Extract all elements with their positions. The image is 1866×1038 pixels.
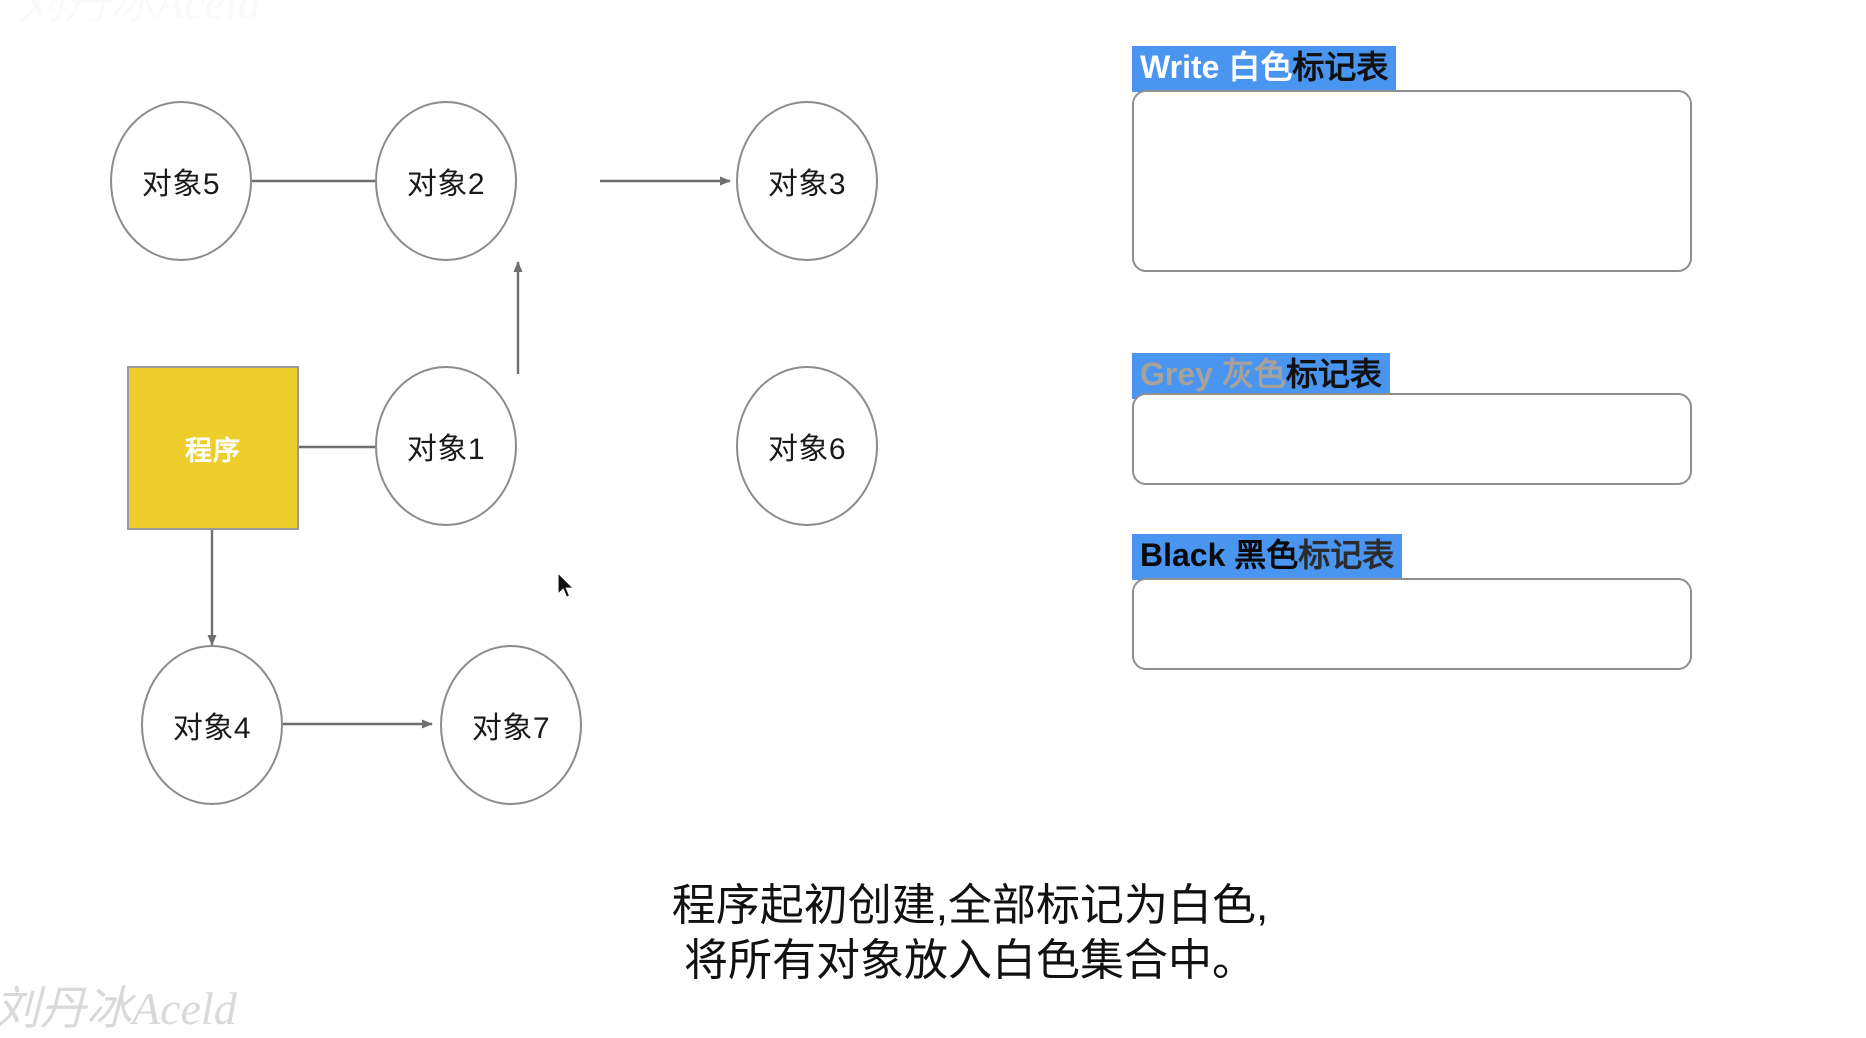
header-color-cn: 黑色 <box>1234 537 1299 573</box>
header-en: Grey <box>1140 356 1222 392</box>
graph-node-label: 对象6 <box>767 433 847 466</box>
graph-edges <box>207 176 731 729</box>
graph-node-label: 对象3 <box>767 168 847 201</box>
graph-node-obj1[interactable]: 对象1 <box>375 366 517 526</box>
graph-node-obj6[interactable]: 对象6 <box>736 366 878 526</box>
header-tail-cn: 标记表 <box>1292 49 1389 85</box>
mouse-cursor <box>557 572 575 598</box>
header-tail-cn: 标记表 <box>1298 537 1395 573</box>
graph-node-program[interactable]: 程序 <box>127 366 299 530</box>
header-color-cn: 白色 <box>1228 49 1293 85</box>
caption-line-1: 程序起初创建,全部标记为白色, <box>671 881 1269 930</box>
graph-node-label: 对象4 <box>172 712 252 745</box>
graph-node-obj7[interactable]: 对象7 <box>440 645 582 805</box>
watermark-bottom: 刘丹冰Aceld <box>0 983 237 1034</box>
graph-node-obj3[interactable]: 对象3 <box>736 101 878 261</box>
graph-node-obj4[interactable]: 对象4 <box>141 645 283 805</box>
mark-table-grey-header: Grey 灰色标记表 <box>1132 353 1390 399</box>
graph-node-label: 对象1 <box>406 433 486 466</box>
program-label: 程序 <box>185 435 241 466</box>
mark-table-black-body[interactable] <box>1132 578 1692 670</box>
mark-table-white-body[interactable] <box>1132 90 1692 272</box>
graph-node-label: 对象5 <box>141 168 221 201</box>
graph-node-obj2[interactable]: 对象2 <box>375 101 517 261</box>
header-tail-cn: 标记表 <box>1285 356 1382 392</box>
graph-node-obj5[interactable]: 对象5 <box>110 101 252 261</box>
header-en: Black <box>1140 537 1235 573</box>
caption-line-2: 将所有对象放入白色集合中。 <box>684 936 1256 986</box>
mark-table-grey-body[interactable] <box>1132 393 1692 485</box>
graph-node-label: 对象2 <box>406 168 486 201</box>
object-graph: 对象5 对象2 对象3 对象1 对象6 对象4 对象7 程序 <box>0 0 950 830</box>
mark-table-black-header: Black 黑色标记表 <box>1132 534 1403 580</box>
mark-table-white-header: Write 白色标记表 <box>1132 46 1397 92</box>
header-en: Write <box>1140 49 1229 85</box>
slide-caption: 程序起初创建,全部标记为白色, 将所有对象放入白色集合中。 <box>520 878 1420 989</box>
mark-tables-panel: Write 白色标记表 Grey 灰色标记表 Black 黑色标记表 <box>1132 46 1732 746</box>
header-color-cn: 灰色 <box>1221 356 1286 392</box>
graph-node-label: 对象7 <box>471 712 551 745</box>
